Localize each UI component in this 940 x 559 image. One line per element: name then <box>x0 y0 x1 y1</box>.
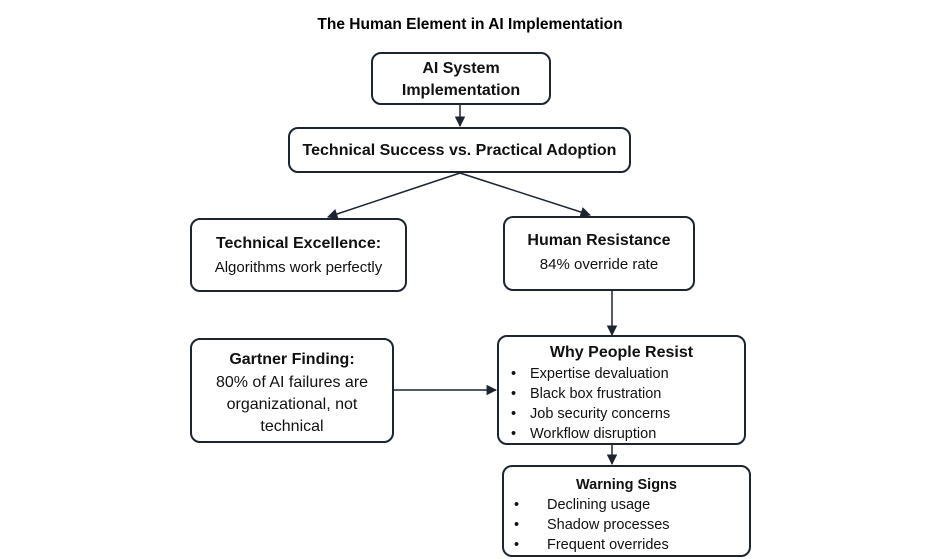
gartner-finding-heading: Gartner Finding: <box>229 351 355 368</box>
warning-signs-heading: Warning Signs <box>576 477 677 493</box>
list-item: Workflow disruption <box>499 424 744 444</box>
ai-system-line1: AI System <box>422 60 500 77</box>
ai-system-line2: Implementation <box>401 82 521 99</box>
warning-signs-box: Warning Signs Declining usage Shadow pro… <box>502 465 751 557</box>
why-people-resist-list: Expertise devaluation Black box frustrat… <box>499 364 744 444</box>
gartner-finding-line-1: 80% of AI failures are <box>215 374 369 391</box>
why-people-resist-box: Why People Resist Expertise devaluation … <box>497 335 746 445</box>
human-resistance-box: Human Resistance 84% override rate <box>503 216 695 291</box>
diagram-title: The Human Element in AI Implementation <box>317 16 623 33</box>
success-vs-adoption-text: Technical Success vs. Practical Adoption <box>302 142 617 159</box>
gartner-finding-line-2: organizational, not <box>226 396 358 413</box>
technical-excellence-box: Technical Excellence: Algorithms work pe… <box>190 218 407 292</box>
list-item: Shadow processes <box>502 515 749 535</box>
list-item: Black box frustration <box>499 384 744 404</box>
list-item: Job security concerns <box>499 404 744 424</box>
arrow-success-to-excellence <box>327 172 461 219</box>
gartner-finding-line-3: technical <box>260 418 324 435</box>
list-item: Expertise devaluation <box>499 364 744 384</box>
technical-excellence-body: Algorithms work perfectly <box>214 259 383 276</box>
why-people-resist-heading: Why People Resist <box>549 344 694 361</box>
human-resistance-body: 84% override rate <box>539 256 659 273</box>
arrow-success-to-resistance <box>459 172 591 218</box>
ai-system-box: AI System Implementation <box>371 52 551 105</box>
list-item: Declining usage <box>502 495 749 515</box>
human-resistance-heading: Human Resistance <box>527 232 671 249</box>
warning-signs-list: Declining usage Shadow processes Frequen… <box>502 495 749 555</box>
gartner-finding-box: Gartner Finding: 80% of AI failures are … <box>190 338 394 443</box>
list-item: Frequent overrides <box>502 535 749 555</box>
success-vs-adoption-box: Technical Success vs. Practical Adoption <box>288 127 631 173</box>
technical-excellence-heading: Technical Excellence: <box>215 235 382 252</box>
